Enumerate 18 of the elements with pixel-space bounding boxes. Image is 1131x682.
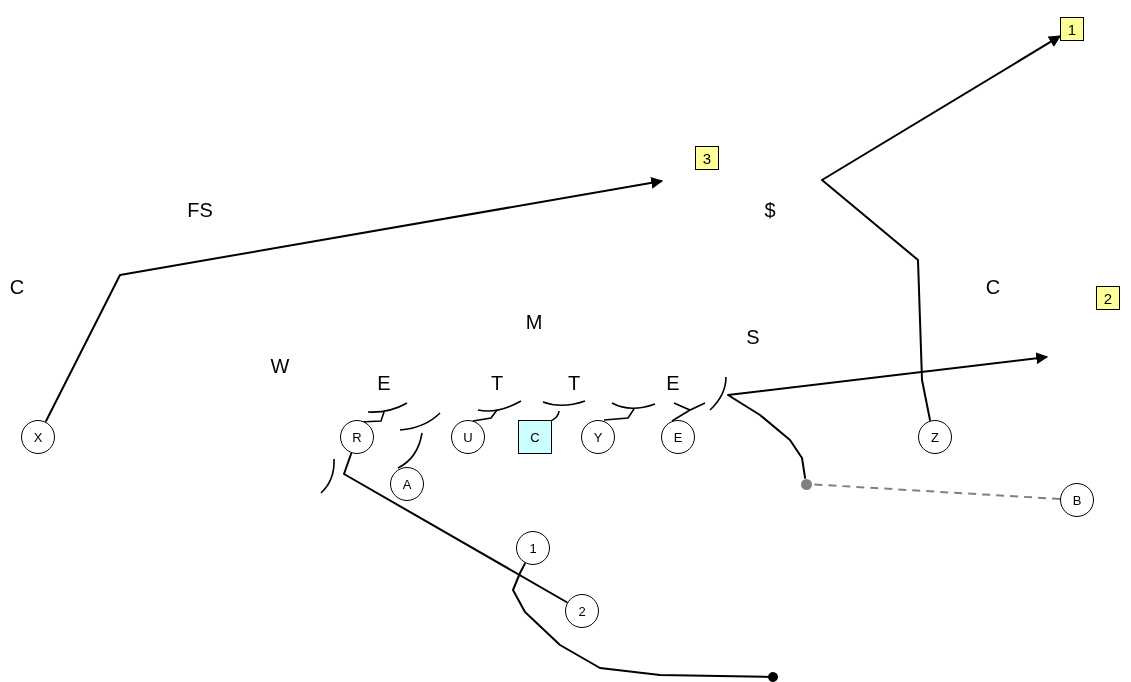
defender-label: S bbox=[746, 327, 760, 347]
defender-label: E bbox=[377, 373, 391, 393]
defender-label: C bbox=[985, 277, 1001, 297]
defender-label: E bbox=[666, 373, 680, 393]
defender-label: W bbox=[270, 356, 290, 376]
read-number-box: 1 bbox=[1060, 17, 1084, 41]
route-arrow bbox=[44, 176, 664, 423]
defender-label: C bbox=[9, 277, 25, 297]
defender-label: T bbox=[490, 373, 504, 393]
read-number-box: 2 bbox=[1096, 286, 1120, 310]
defender-label: FS bbox=[187, 200, 213, 220]
route-arrow bbox=[727, 352, 1049, 480]
defender-label: T bbox=[567, 373, 581, 393]
center-square: C bbox=[518, 420, 552, 454]
defender-label: M bbox=[525, 312, 543, 332]
route-arrow bbox=[821, 35, 1062, 422]
defender-label: $ bbox=[764, 200, 776, 220]
read-number-box: 3 bbox=[695, 146, 719, 170]
